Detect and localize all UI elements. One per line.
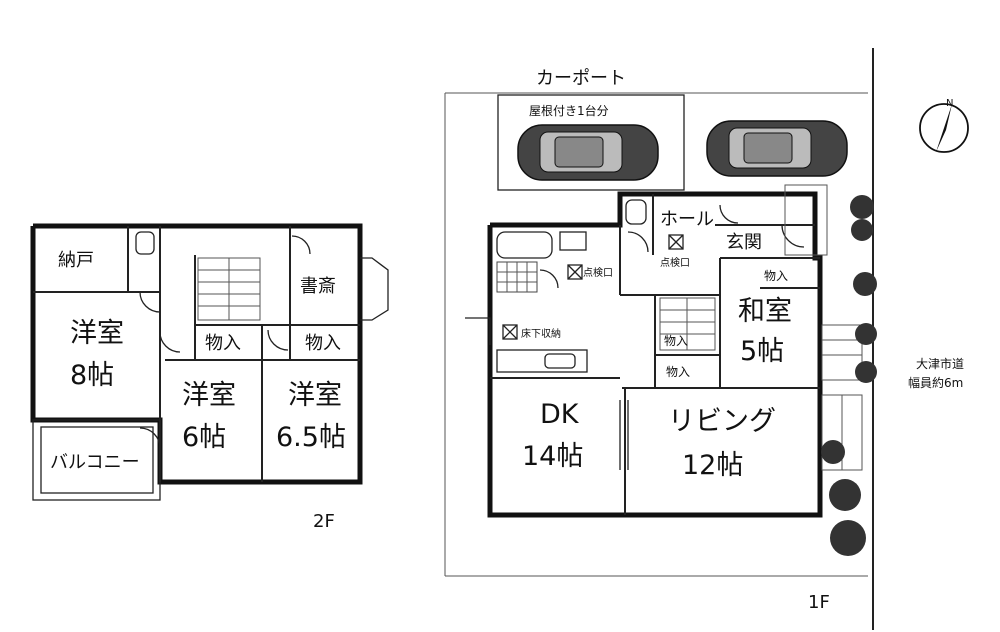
- room-entrance-label: 玄関: [726, 232, 762, 253]
- carport-label: カーポート: [536, 68, 626, 89]
- room-dk-size: 14帖: [522, 441, 583, 472]
- balcony-label: バルコニー: [50, 452, 140, 473]
- floor-1f-label: 1F: [808, 592, 830, 613]
- closet-1f-label-2: 物入: [664, 334, 688, 348]
- room-storage-label: 納戸: [58, 250, 94, 271]
- first-floor-plan: [444, 48, 969, 630]
- car-icon-left: [517, 124, 659, 181]
- road-label-line2: 幅員約6m: [908, 375, 963, 390]
- room-western3-name: 洋室: [288, 380, 342, 411]
- floor-2f-label: 2F: [313, 511, 335, 532]
- room-western2-name: 洋室: [182, 380, 236, 411]
- room-hall-label: ホール: [660, 209, 714, 230]
- closet1-label: 物入: [205, 333, 241, 354]
- room-living-size: 12帖: [682, 450, 743, 481]
- room-western1-name: 洋室: [70, 318, 124, 349]
- room-living-name: リビング: [668, 406, 776, 437]
- inspection-hatch-label-2: 点検口: [660, 256, 690, 269]
- room-western2-size: 6帖: [182, 422, 226, 453]
- closet-1f-label-3: 物入: [666, 365, 690, 379]
- compass-label: N: [946, 98, 953, 109]
- room-dk-name: DK: [540, 399, 580, 430]
- underfloor-storage-label: 床下収納: [521, 327, 561, 340]
- room-western1-size: 8帖: [70, 360, 114, 391]
- road-label-line1: 大津市道: [916, 356, 964, 371]
- second-floor-plan: [30, 223, 389, 501]
- room-japanese-name: 和室: [738, 296, 792, 327]
- inspection-hatch-label-1: 点検口: [583, 266, 613, 279]
- carport-note: 屋根付き1台分: [529, 103, 609, 118]
- closet-1f-label-1: 物入: [764, 269, 788, 283]
- north-compass-icon: [919, 103, 969, 153]
- room-japanese-size: 5帖: [740, 336, 784, 367]
- car-icon-right: [706, 120, 848, 177]
- room-study-label: 書斎: [300, 276, 336, 297]
- closet2-label: 物入: [305, 333, 341, 354]
- plant-icons: [821, 195, 877, 556]
- room-western3-size: 6.5帖: [276, 422, 346, 453]
